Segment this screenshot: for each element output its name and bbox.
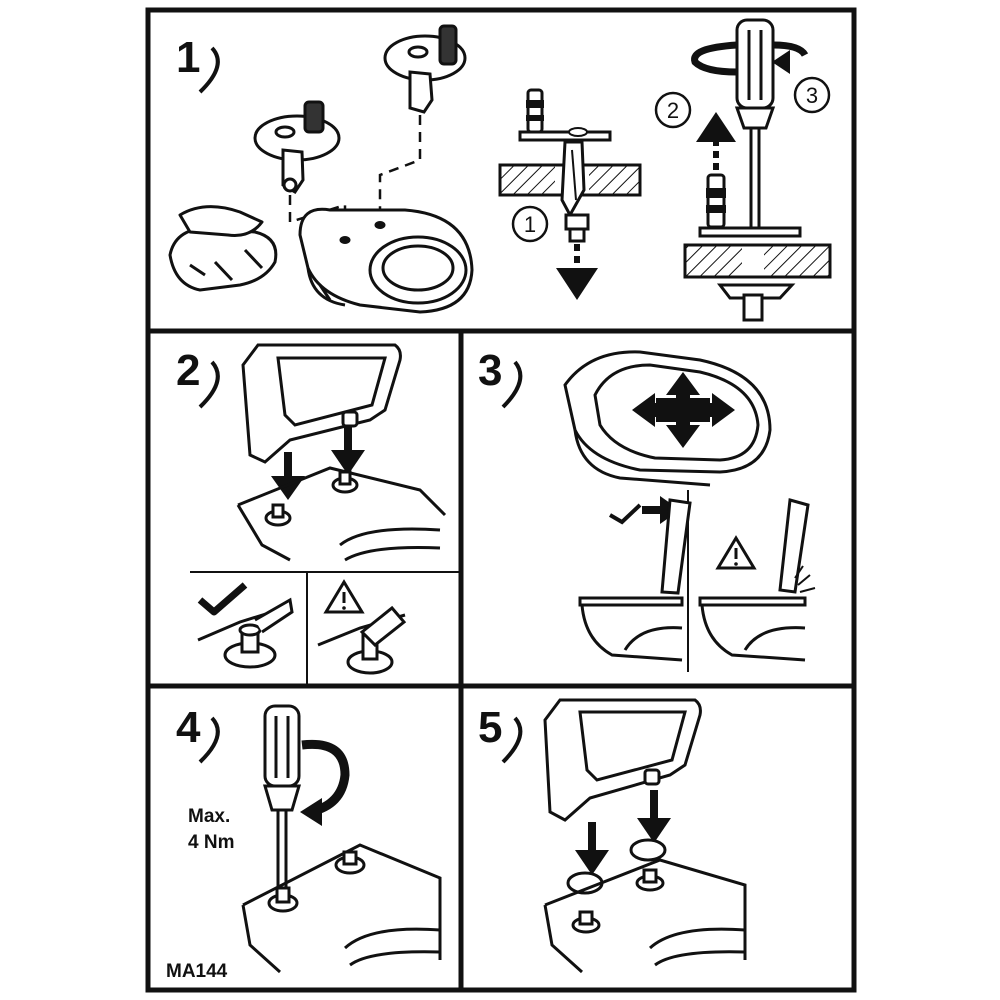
step-3-tick <box>501 360 523 409</box>
up-arrow-icon <box>696 112 736 170</box>
seat-lid <box>241 343 402 464</box>
torque-label-line2: 4 Nm <box>188 832 234 853</box>
toilet-bowl <box>298 207 474 314</box>
step-2-tick <box>198 360 220 409</box>
hinge-post-icon <box>383 24 467 114</box>
toilet-rim <box>543 858 747 974</box>
step-5-panel: 5 <box>478 698 747 974</box>
callout-3-label: 3 <box>806 83 818 108</box>
step-1-number: 1 <box>176 33 200 82</box>
hinge-post-icon <box>253 100 341 195</box>
step-4-number: 4 <box>176 703 201 752</box>
incorrect-closure <box>698 498 816 662</box>
step-2-number: 2 <box>176 346 200 395</box>
torque-label-line1: Max. <box>188 806 230 827</box>
seat-lid <box>543 698 702 822</box>
toilet-rim <box>241 843 442 974</box>
down-arrow-icon <box>575 790 671 875</box>
step-4-panel: 4 Max. 4 Nm <box>176 703 442 974</box>
rotate-arrowhead <box>300 798 322 826</box>
warning-triangle-icon <box>715 535 757 570</box>
callout-2-label: 2 <box>667 98 679 123</box>
screwdriver-icon <box>263 704 301 894</box>
callout-1: 1 <box>511 205 549 243</box>
panel-grid <box>145 7 857 993</box>
screwdriver-icon <box>734 18 776 230</box>
model-code: MA144 <box>166 961 228 982</box>
section-detail-1: 1 <box>498 88 642 300</box>
checkmark-icon <box>608 503 642 525</box>
step-1-panel: 1 <box>168 18 832 322</box>
callout-3: 3 <box>793 76 831 114</box>
step-4-tick <box>198 716 220 764</box>
step-3-number: 3 <box>478 346 502 395</box>
toilet-rim <box>236 466 447 562</box>
step-5-number: 5 <box>478 703 502 752</box>
down-arrow-icon <box>556 244 598 300</box>
outer-frame <box>145 7 857 993</box>
step-2-panel: 2 <box>176 343 461 686</box>
step-5-tick <box>501 716 523 764</box>
section-detail-2: 2 3 <box>654 18 832 322</box>
cloth-wipe-icon <box>168 205 278 292</box>
callout-1-label: 1 <box>524 212 536 237</box>
step-2-subpanels <box>190 571 461 686</box>
warning-triangle-icon <box>323 579 365 614</box>
step-1-tick <box>198 46 220 94</box>
rotate-arrow-icon <box>691 41 809 76</box>
correct-fit-detail <box>197 597 294 669</box>
callout-2: 2 <box>654 91 692 129</box>
rotate-arrow-icon <box>301 739 350 817</box>
step-3-panel: 3 <box>478 346 816 672</box>
move-cross-icon <box>632 372 735 448</box>
checkmark-icon <box>197 582 248 616</box>
correct-closure <box>578 498 692 662</box>
incorrect-fit-detail <box>317 605 407 675</box>
